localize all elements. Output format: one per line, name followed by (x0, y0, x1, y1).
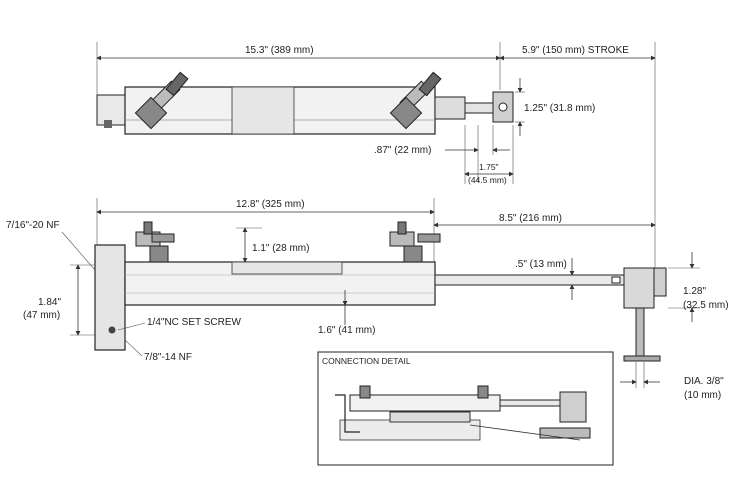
fitting-left-top (134, 71, 189, 130)
stroke-label: 5.9" (150 mm) STROKE (522, 45, 629, 56)
mount-height-in-label: 1.84" (38, 297, 61, 308)
rod-bracket (623, 267, 655, 309)
rod-offset-label: .5" (13 mm) (515, 259, 567, 270)
fitting-right-side (389, 221, 441, 263)
rod-extension-label: 8.5" (216 mm) (499, 213, 562, 224)
rod-end-width-mm-label: (44.5 mm) (468, 175, 507, 185)
set-screw-top (104, 120, 112, 128)
body-diameter-label: 1.6" (41 mm) (318, 325, 375, 336)
body-band-side (231, 261, 343, 275)
thread-upper-label: 7/16"-20 NF (6, 220, 60, 231)
port-height-label: 1.1" (28 mm) (252, 243, 309, 254)
rod-end-height-label: 1.25" (31.8 mm) (524, 103, 595, 114)
mount-plate (94, 244, 126, 351)
side-view: 12.8" (325 mm) 8.5" (216 mm) (6, 198, 729, 401)
set-screw-hole (108, 326, 116, 334)
fitting-left-side (135, 221, 175, 263)
thread-lower-label: 7/8"-14 NF (144, 352, 192, 363)
mount-height-mm-label: (47 mm) (23, 310, 60, 321)
rod-top (464, 102, 496, 114)
bracket-height-in-label: 1.28" (683, 286, 706, 297)
overall-length-label: 15.3" (389 mm) (245, 45, 314, 56)
piston-rod (434, 274, 631, 286)
rod-collar-top (434, 96, 466, 120)
set-screw-label: 1/4"NC SET SCREW (147, 317, 242, 328)
detail-title: CONNECTION DETAIL (322, 356, 411, 366)
rod-end-width-in-label: 1.75" (479, 162, 499, 172)
pin-dia-label: DIA. 3/8" (684, 376, 724, 387)
body-band (231, 86, 295, 135)
bracket-height-mm-label: (32.5 mm) (683, 300, 729, 311)
rod-end-offset-label: .87" (22 mm) (374, 145, 431, 156)
connection-detail: CONNECTION DETAIL (317, 351, 614, 466)
fitting-right-top (389, 71, 442, 130)
top-view: 15.3" (389 mm) 5.9" (150 mm) STROKE (96, 42, 656, 270)
pin-dia-mm-label: (10 mm) (684, 390, 721, 401)
bracket-pin (635, 307, 645, 359)
body-length-label: 12.8" (325 mm) (236, 199, 305, 210)
